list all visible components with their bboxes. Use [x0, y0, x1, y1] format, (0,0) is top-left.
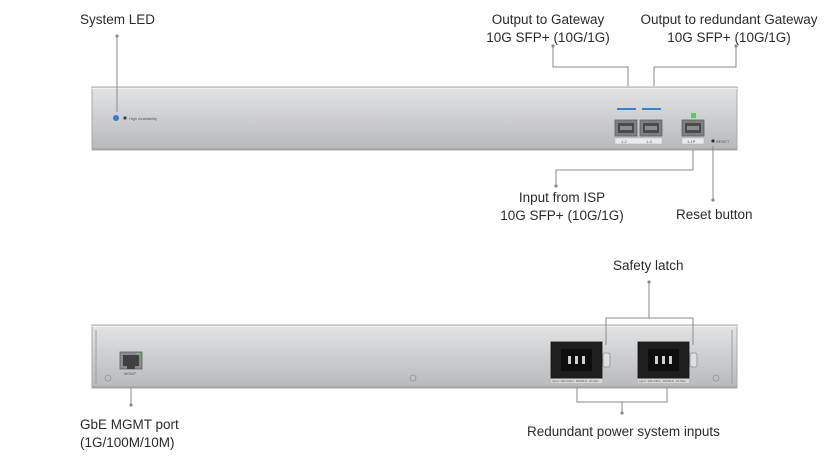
mgmt-port-title: GbE MGMT port [80, 417, 179, 432]
output-gateway-spec: 10G SFP+ (10G/1G) [486, 30, 610, 45]
safety-latch-1[interactable] [602, 352, 611, 368]
front-leader-lines [116, 36, 737, 200]
sfp-port-isp[interactable] [681, 119, 705, 137]
psu2-label-text: Input: 100-240V~ 50/60Hz, 2A Max [639, 379, 686, 383]
reset-button-callout: Reset button [676, 207, 753, 222]
psu1-label-text: Input: 100-240V~ 50/60Hz, 2A Max [552, 379, 599, 383]
system-led-callout: System LED [80, 12, 156, 27]
safety-latch-callout: Safety latch [613, 258, 684, 273]
psu1-rating-label [551, 379, 602, 383]
power-inlet-2[interactable] [637, 341, 690, 379]
input-isp-callout: Input from ISP 10G SFP+ (10G/1G) [492, 189, 632, 225]
input-isp-spec: 10G SFP+ (10G/1G) [500, 208, 624, 223]
port-label-2: 1-3 [646, 139, 652, 144]
port-label-isp: 1-1P [687, 139, 696, 144]
mgmt-port-label: MGMT [124, 371, 137, 376]
ubiquiti-logo-icon [123, 116, 127, 120]
input-isp-title: Input from ISP [518, 190, 606, 205]
sfp-port-redundant[interactable] [639, 119, 663, 137]
output-gateway-title: Output to Gateway [491, 12, 605, 27]
port1-link-indicator [617, 108, 636, 110]
port-label-strip [614, 137, 663, 145]
psu2-rating-label [638, 379, 689, 383]
rear-leader-lines [130, 282, 694, 413]
power-inlet-1[interactable] [550, 341, 603, 379]
output-redundant-spec: 10G SFP+ (10G/1G) [667, 30, 791, 45]
mgmt-port-callout: GbE MGMT port (1G/100M/10M) [80, 416, 179, 452]
mgmt-port-spec: (1G/100M/10M) [80, 435, 175, 450]
chassis-screw-icons [104, 374, 720, 382]
device-label: High Availability [129, 116, 157, 121]
reset-button[interactable] [711, 139, 715, 143]
isp-label-strip [681, 137, 705, 145]
isp-status-led [691, 113, 696, 118]
port-label-1: 1-2 [621, 139, 627, 144]
rear-leader-dots [129, 280, 651, 415]
sfp-port-gateway[interactable] [614, 119, 638, 137]
power-inputs-callout: Redundant power system inputs [527, 424, 720, 439]
mgmt-port[interactable] [119, 351, 143, 370]
system-led [113, 115, 119, 121]
output-redundant-title: Output to redundant Gateway [640, 12, 818, 27]
output-gateway-callout: Output to Gateway 10G SFP+ (10G/1G) [478, 11, 618, 47]
front-leader-dots [115, 34, 738, 202]
safety-latch-2[interactable] [689, 352, 698, 368]
output-redundant-callout: Output to redundant Gateway 10G SFP+ (10… [636, 11, 822, 47]
port2-link-indicator [642, 108, 661, 110]
reset-label: RESET [716, 139, 730, 144]
front-panel [91, 86, 738, 151]
rear-panel [91, 324, 738, 389]
